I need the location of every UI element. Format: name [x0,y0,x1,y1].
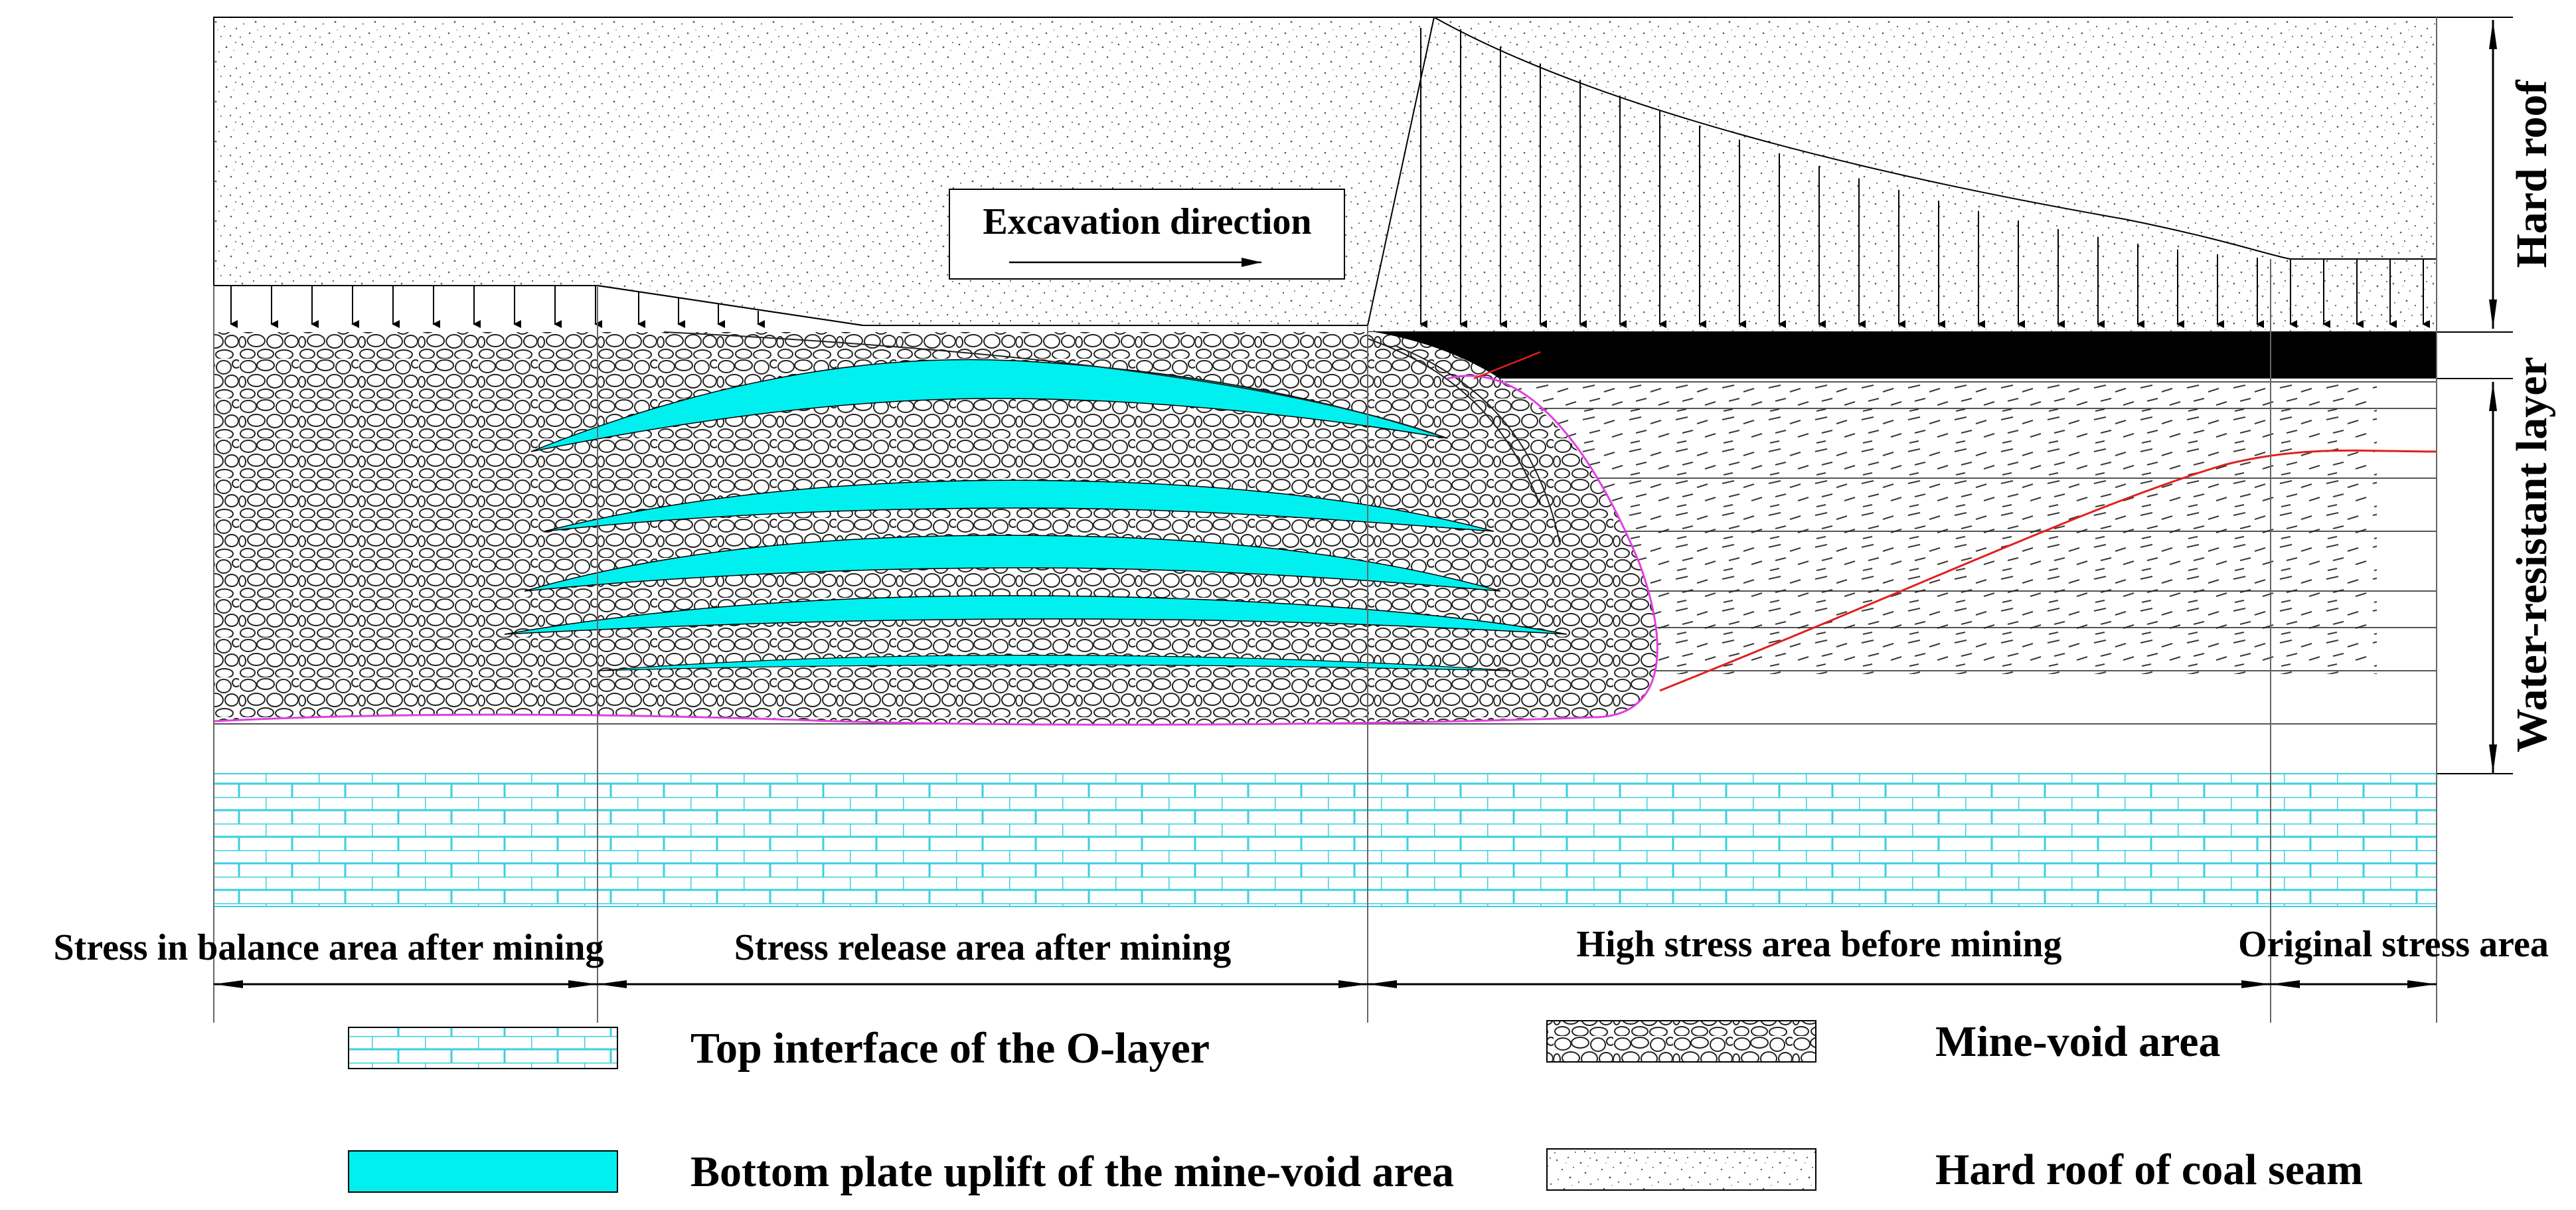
side-dimensions: Hard roof Water-resistant layer [2437,17,2556,774]
void-fracture-curves [663,331,1561,545]
excavation-direction-box [949,189,1345,280]
stress-boundary-curve [1659,449,2437,692]
excavation-direction-label: Excavation direction [983,201,1311,242]
coal-seam [1368,332,2437,379]
hard-roof-side-label: Hard roof [2508,80,2556,268]
zone-labels: Stress in balance area after mining Stre… [53,924,2548,968]
legend-swatch-o-layer [348,1027,618,1069]
zone-label-original: Original stress area [2238,924,2549,965]
legend-swatch-hard-roof [1546,1148,1816,1191]
bottom-plate-uplift-lenses [504,359,1568,671]
zone-label-release: Stress release area after mining [734,927,1232,968]
legend-label-mine-void: Mine-void area [1935,1017,2221,1066]
legend-label-hard-roof: Hard roof of coal seam [1935,1146,2363,1194]
excavation-direction: Excavation direction [949,189,1345,280]
legend-swatch-mine-void [1546,1020,1816,1063]
legend-label-o-layer: Top interface of the O-layer [690,1024,1210,1073]
stress-arrows [230,28,2430,328]
legend: Top interface of the O-layer Bottom plat… [348,1017,2363,1196]
legend-label-uplift: Bottom plate uplift of the mine-void are… [690,1148,1454,1196]
hard-roof-layer [213,17,2437,333]
void-boundary-line [213,375,1658,726]
zone-dividers [213,17,2437,1023]
legend-swatch-uplift [348,1150,618,1193]
water-resistant-side-label: Water-resistant layer [2508,357,2556,752]
stress-crack-line [1473,351,1541,380]
zone-label-balance: Stress in balance area after mining [53,927,604,968]
zone-label-high: High stress area before mining [1576,924,2061,965]
o-layer [213,773,2437,907]
